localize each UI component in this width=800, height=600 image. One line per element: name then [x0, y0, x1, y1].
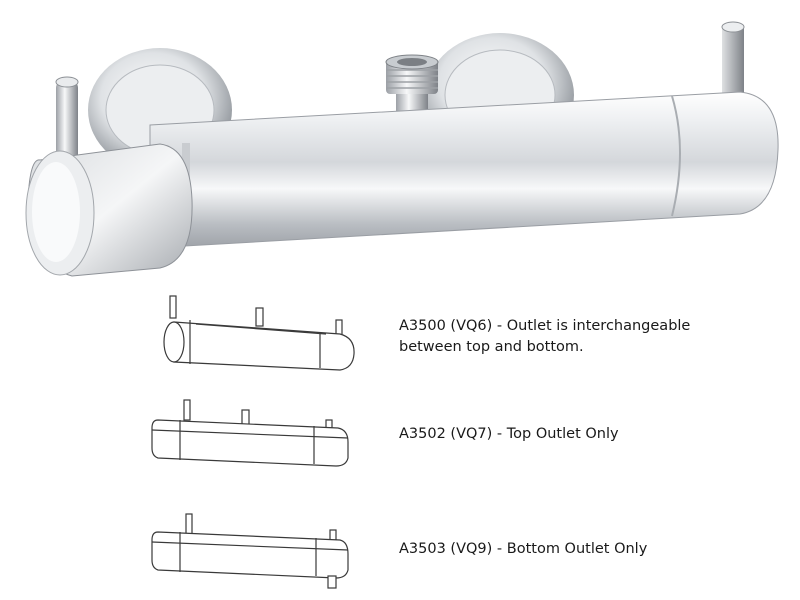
left-end-cap — [25, 143, 193, 277]
shower-valve-photo — [25, 21, 779, 277]
variant-a3500-drawing — [163, 295, 355, 371]
variant-a3503-label: A3503 (VQ9) - Bottom Outlet Only — [399, 539, 789, 560]
variant-a3500-label: A3500 (VQ6) - Outlet is interchangeable … — [399, 316, 789, 358]
variant-a3500-line2: between top and bottom. — [399, 339, 584, 355]
variant-a3502-label: A3502 (VQ7) - Top Outlet Only — [399, 424, 789, 445]
variant-a3502-line1: A3502 (VQ7) - Top Outlet Only — [399, 426, 619, 442]
right-lever-pin — [698, 21, 745, 110]
variant-a3500-line1: A3500 (VQ6) - Outlet is interchangeable — [399, 318, 691, 334]
variant-a3503-drawing — [151, 513, 349, 589]
valve-bar-body — [149, 91, 779, 249]
left-lever-pin — [55, 76, 79, 172]
variant-a3502-drawing — [151, 399, 349, 467]
variant-a3503-line1: A3503 (VQ9) - Bottom Outlet Only — [399, 541, 648, 557]
